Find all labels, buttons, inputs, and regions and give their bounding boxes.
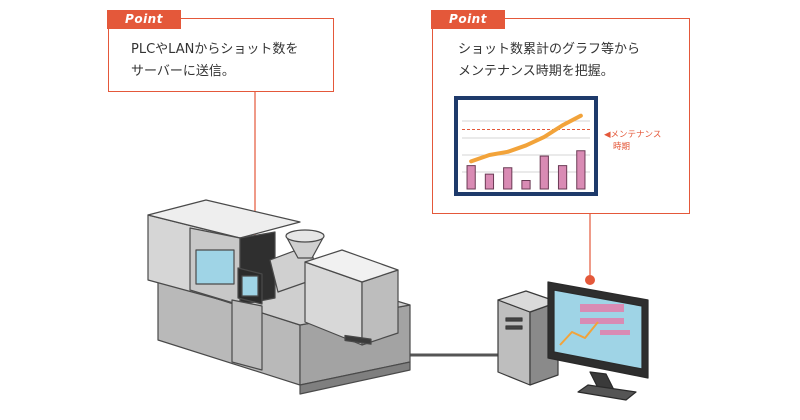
point-tag: Point	[431, 10, 505, 29]
chart-bar	[576, 150, 586, 190]
callout-text: PLCやLANからショット数を サーバーに送信。	[131, 39, 298, 83]
pc-tower	[497, 290, 559, 386]
chart-bar	[557, 165, 568, 190]
chart-bar	[484, 173, 495, 190]
chart-bars	[466, 150, 586, 190]
callout-line-2: メンテナンス時期を把握。	[458, 64, 614, 79]
leader-dot-right	[585, 275, 595, 285]
callout-line-1: PLCやLANからショット数を	[131, 42, 299, 57]
injection-molding-machine	[147, 199, 411, 395]
vent-slot	[344, 334, 372, 345]
chart-bar	[521, 180, 531, 190]
chart-bar	[539, 155, 549, 190]
maintenance-annotation-2: 時期	[613, 142, 631, 152]
shot-chart	[454, 96, 598, 196]
callout-line-1: ショット数累計のグラフ等から	[458, 42, 641, 57]
control-screen	[241, 275, 259, 297]
chart-bar	[466, 165, 476, 190]
safety-window	[195, 249, 235, 285]
monitor-foot	[577, 384, 637, 401]
maintenance-annotation: ◀メンテナンス	[604, 130, 662, 140]
callout-plc-lan: Point PLCやLANからショット数を サーバーに送信。	[107, 10, 334, 92]
chart-bar	[503, 167, 513, 190]
control-stand	[231, 299, 263, 371]
cumulative-shot-line	[469, 113, 583, 164]
point-tag: Point	[107, 10, 181, 29]
clamp-housing-top	[147, 199, 301, 239]
monitor	[547, 281, 649, 401]
callout-line-2: サーバーに送信。	[131, 64, 235, 79]
callout-text: ショット数累計のグラフ等から メンテナンス時期を把握。	[458, 39, 640, 83]
